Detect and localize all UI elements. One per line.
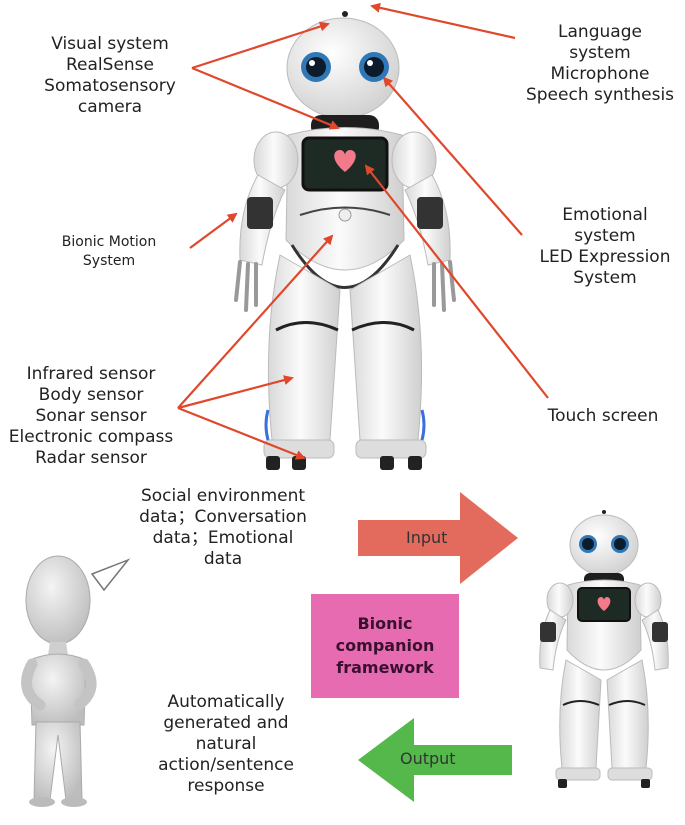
label-emotional-system: Emotional system LED Expression System xyxy=(539,205,671,288)
robot-small-image xyxy=(539,510,669,788)
pointer-visual-to-top xyxy=(191,21,330,70)
speech-bubble-icon xyxy=(90,558,131,592)
pointer-arrows xyxy=(177,2,549,460)
robot-large-image xyxy=(234,11,456,470)
person-figure xyxy=(21,555,131,807)
input-arrow xyxy=(358,492,518,584)
pointer-sensor-base xyxy=(177,406,306,460)
label-social-data: Social environment data；Conversation dat… xyxy=(139,486,307,569)
robot-eye-right xyxy=(359,52,389,82)
pointer-sensor-leg xyxy=(177,375,294,410)
label-sensors: Infrared sensor Body sensor Sonar sensor… xyxy=(8,364,174,468)
pointer-visual-to-camera xyxy=(191,66,340,130)
input-label: Input xyxy=(406,528,448,547)
heart-icon xyxy=(334,150,356,172)
label-language-system: Language system Microphone Speech synthe… xyxy=(525,22,675,105)
robot-eye-left xyxy=(301,52,331,82)
pointer-language xyxy=(370,2,516,40)
pointer-emotional xyxy=(382,76,523,236)
output-arrow xyxy=(358,718,512,802)
framework-box xyxy=(311,594,459,698)
framework-label: Bionic companion framework xyxy=(335,614,435,677)
label-visual-system: Visual system RealSense Somatosensory ca… xyxy=(44,34,176,117)
pointer-sensor-body xyxy=(177,234,334,409)
pointer-bionic-motion xyxy=(189,212,238,249)
label-touch-screen: Touch screen xyxy=(547,406,659,426)
label-bionic-motion: Bionic Motion System xyxy=(61,234,157,269)
label-response: Automatically generated and natural acti… xyxy=(158,692,294,796)
output-label: Output xyxy=(400,749,456,768)
pointer-touch-screen xyxy=(364,164,549,399)
